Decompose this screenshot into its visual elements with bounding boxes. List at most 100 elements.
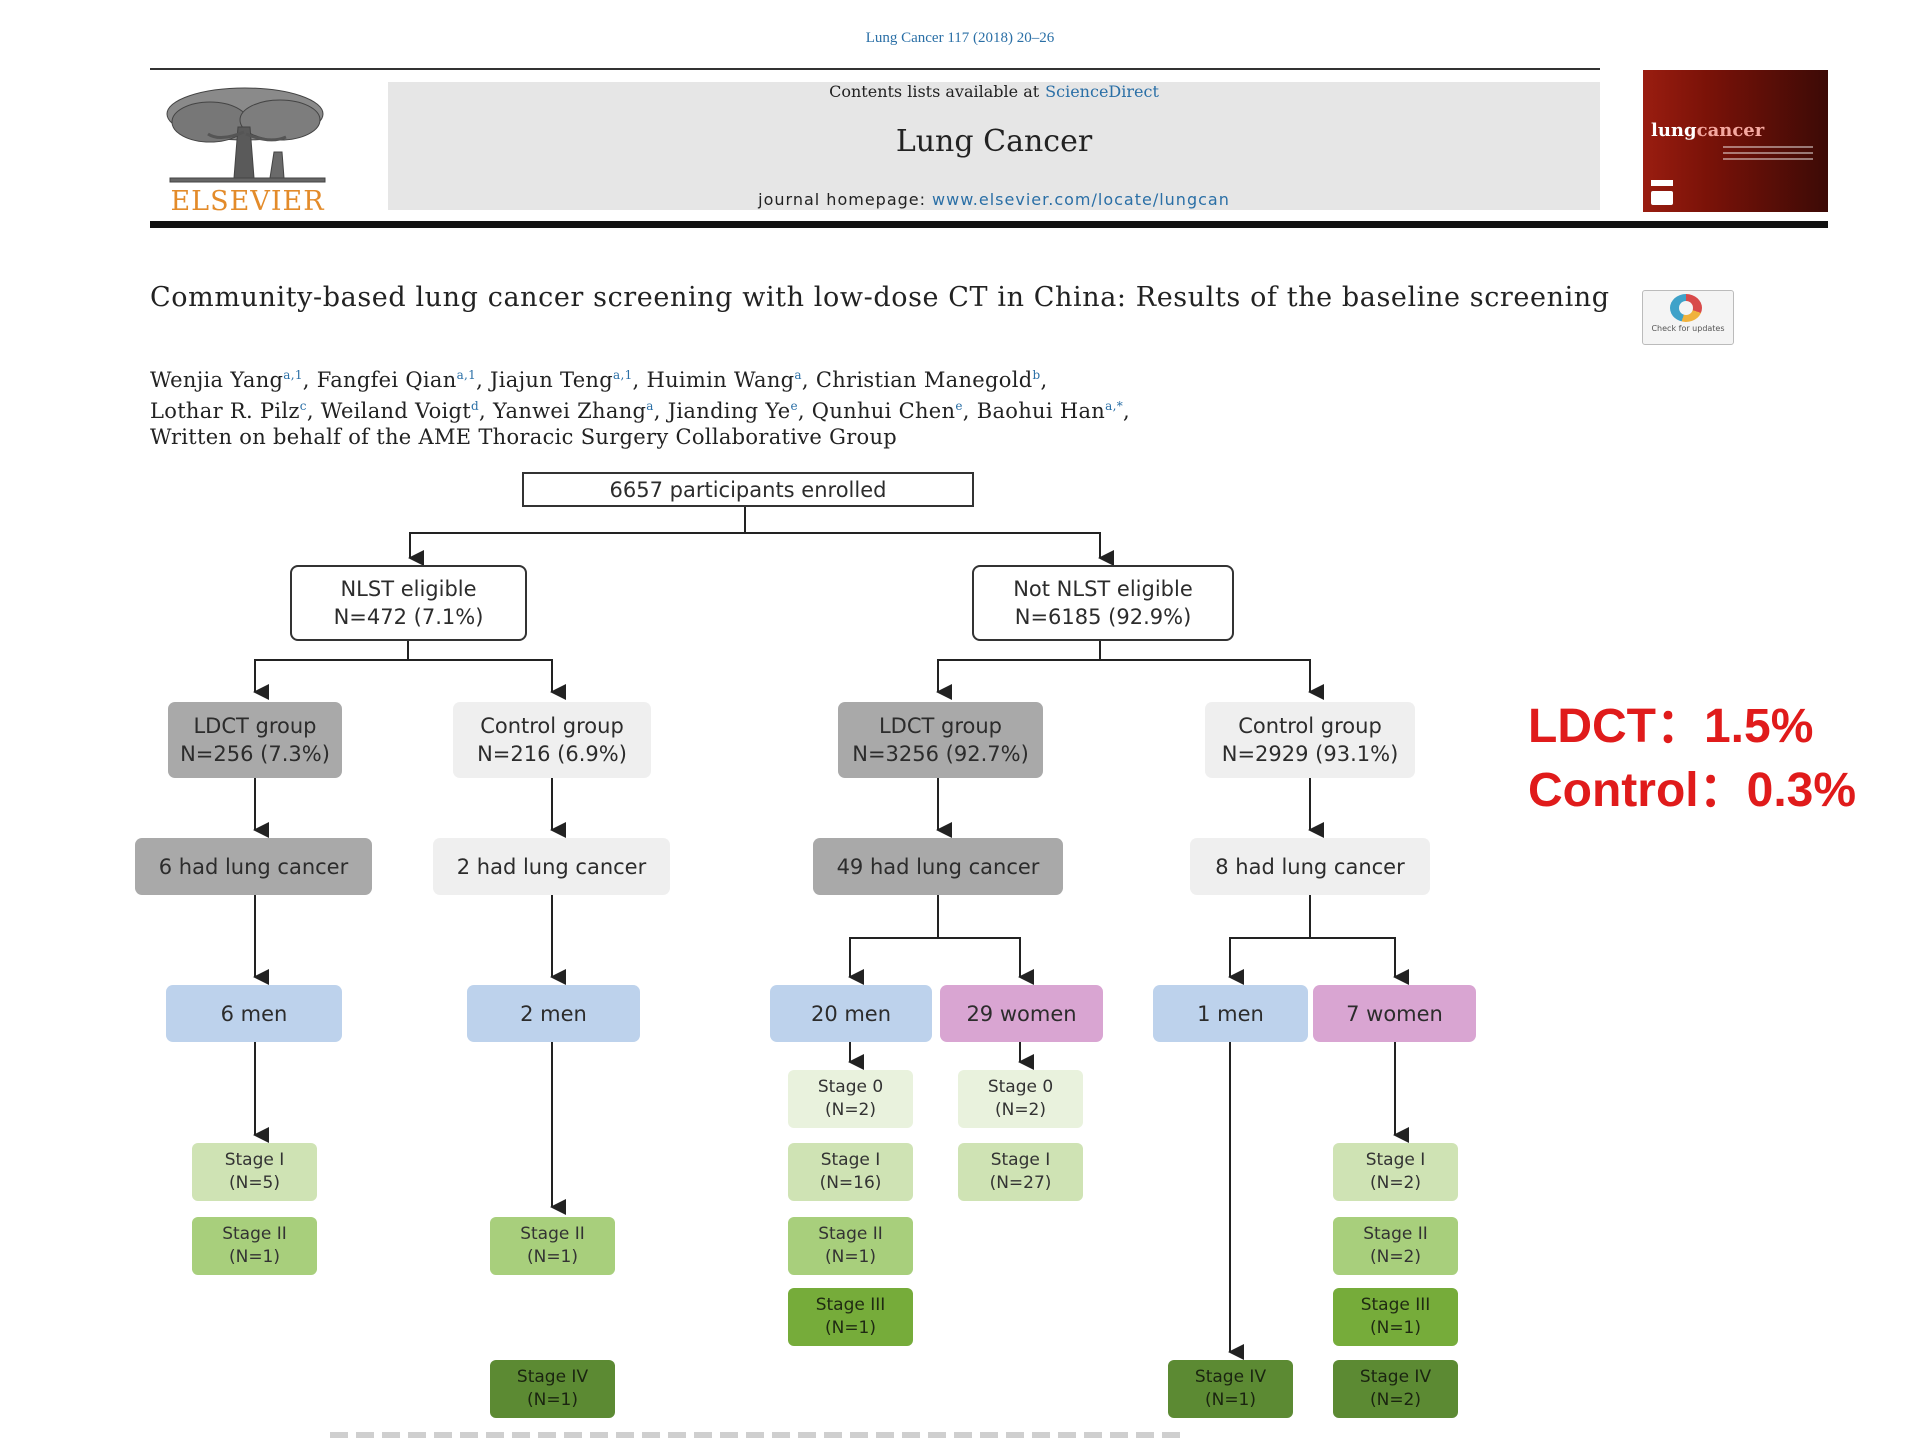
control-group-box: Control group N=2929 (93.1%) bbox=[1205, 702, 1415, 778]
contents-label: Contents lists available at bbox=[829, 82, 1040, 101]
cover-lines bbox=[1723, 146, 1813, 164]
stage-label: Stage II bbox=[520, 1224, 585, 1244]
nlst-eligible-box: NLST eligible N=472 (7.1%) bbox=[290, 565, 527, 641]
ldct-group-count: N=256 (7.3%) bbox=[180, 742, 330, 766]
stage-label: Stage III bbox=[815, 1295, 886, 1315]
stage-box: Stage IV (N=1) bbox=[1168, 1360, 1293, 1418]
stage-label: Stage III bbox=[1360, 1295, 1431, 1315]
stage-count: (N=1) bbox=[824, 1247, 877, 1267]
lung-cancer-box: 2 had lung cancer bbox=[433, 838, 670, 895]
stage-box: Stage III (N=1) bbox=[1333, 1288, 1458, 1346]
not-nlst-eligible-count: N=6185 (92.9%) bbox=[1014, 605, 1192, 629]
updates-label: Check for updates bbox=[1651, 324, 1725, 333]
stage-count: (N=2) bbox=[1369, 1247, 1422, 1267]
updates-icon bbox=[1670, 294, 1702, 322]
author-affiliation[interactable]: d bbox=[471, 399, 480, 413]
author-name[interactable]: Lothar R. Pilz bbox=[150, 399, 300, 423]
stage-box: Stage I (N=27) bbox=[958, 1143, 1083, 1201]
enrolled-box: 6657 participants enrolled bbox=[522, 472, 974, 507]
author-separator: , bbox=[801, 368, 816, 392]
publisher-logo: ELSEVIER bbox=[150, 82, 345, 217]
homepage-line: journal homepage: www.elsevier.com/locate… bbox=[388, 190, 1600, 209]
stage-count: (N=1) bbox=[228, 1247, 281, 1267]
author-separator: , bbox=[479, 399, 493, 423]
author-name[interactable]: Jiajun Teng bbox=[490, 368, 613, 392]
author-line: Wenjia Yanga,1, Fangfei Qiana,1, Jiajun … bbox=[150, 362, 1650, 393]
author-affiliation[interactable]: b bbox=[1032, 368, 1041, 382]
control-group-count: N=216 (6.9%) bbox=[477, 742, 627, 766]
header-thick-rule bbox=[150, 221, 1828, 228]
nlst-eligible-title: NLST eligible bbox=[340, 577, 477, 601]
cover-brand-lung: lung bbox=[1651, 120, 1697, 141]
men-box: 6 men bbox=[166, 985, 342, 1042]
sciencedirect-link[interactable]: ScienceDirect bbox=[1045, 82, 1159, 101]
author-affiliation[interactable]: c bbox=[299, 399, 307, 413]
stage-count: (N=2) bbox=[1369, 1390, 1422, 1410]
stage-box: Stage IV (N=1) bbox=[490, 1360, 615, 1418]
stage-count: (N=1) bbox=[824, 1318, 877, 1338]
check-for-updates-button[interactable]: Check for updates bbox=[1642, 290, 1734, 345]
author-affiliation[interactable]: e bbox=[955, 399, 963, 413]
author-name[interactable]: Yanwei Zhang bbox=[492, 399, 647, 423]
author-name[interactable]: Weiland Voigt bbox=[320, 399, 472, 423]
cover-badge-icon bbox=[1651, 180, 1673, 186]
author-affiliation[interactable]: a,1 bbox=[283, 368, 303, 382]
men-box: 20 men bbox=[770, 985, 932, 1042]
publisher-wordmark: ELSEVIER bbox=[170, 186, 325, 217]
author-name[interactable]: Christian Manegold bbox=[815, 368, 1033, 392]
ldct-rate: LDCT：1.5% bbox=[1528, 700, 1814, 753]
author-name[interactable]: Jianding Ye bbox=[667, 399, 791, 423]
lung-cancer-box: 8 had lung cancer bbox=[1190, 838, 1430, 895]
author-separator: , bbox=[1123, 399, 1130, 423]
cover-seal-icon bbox=[1651, 191, 1673, 205]
lung-cancer-box: 6 had lung cancer bbox=[135, 838, 372, 895]
author-name[interactable]: Fangfei Qian bbox=[316, 368, 457, 392]
stage-count: (N=1) bbox=[526, 1390, 579, 1410]
author-name[interactable]: Baohui Han bbox=[976, 399, 1106, 423]
men-box: 2 men bbox=[467, 985, 640, 1042]
article-title: Community-based lung cancer screening wi… bbox=[150, 282, 1610, 313]
author-affiliation[interactable]: a,* bbox=[1105, 399, 1123, 413]
stage-count: (N=2) bbox=[824, 1100, 877, 1120]
stage-label: Stage 0 bbox=[817, 1077, 884, 1097]
ldct-group-box: LDCT group N=256 (7.3%) bbox=[168, 702, 342, 778]
control-group-title: Control group bbox=[1238, 714, 1382, 738]
control-group-count: N=2929 (93.1%) bbox=[1221, 742, 1399, 766]
author-name[interactable]: Huimin Wang bbox=[646, 368, 795, 392]
stage-label: Stage IV bbox=[1194, 1367, 1267, 1387]
author-separator: , bbox=[632, 368, 647, 392]
ldct-group-title: LDCT group bbox=[193, 714, 317, 738]
not-nlst-eligible-title: Not NLST eligible bbox=[1013, 577, 1193, 601]
women-box: 29 women bbox=[940, 985, 1103, 1042]
author-separator: , bbox=[797, 399, 812, 423]
stage-label: Stage IV bbox=[516, 1367, 589, 1387]
author-line: Lothar R. Pilzc, Weiland Voigtd, Yanwei … bbox=[150, 393, 1650, 424]
stage-count: (N=5) bbox=[228, 1173, 281, 1193]
author-affiliation[interactable]: a,1 bbox=[613, 368, 633, 382]
journal-name: Lung Cancer bbox=[895, 124, 1093, 159]
author-affiliation[interactable]: e bbox=[790, 399, 798, 413]
author-affiliation[interactable]: a bbox=[794, 368, 802, 382]
stage-box: Stage II (N=2) bbox=[1333, 1217, 1458, 1275]
author-name[interactable]: Wenjia Yang bbox=[150, 368, 284, 392]
journal-banner bbox=[388, 82, 1600, 210]
stage-count: (N=1) bbox=[1204, 1390, 1257, 1410]
nlst-eligible-count: N=472 (7.1%) bbox=[333, 605, 484, 629]
stage-label: Stage II bbox=[818, 1224, 883, 1244]
ldct-group-title: LDCT group bbox=[878, 714, 1003, 738]
ldct-group-box: LDCT group N=3256 (92.7%) bbox=[838, 702, 1043, 778]
homepage-label: journal homepage: bbox=[758, 190, 927, 209]
author-name[interactable]: Qunhui Chen bbox=[811, 399, 956, 423]
stage-count: (N=1) bbox=[1369, 1318, 1422, 1338]
control-group-box: Control group N=216 (6.9%) bbox=[453, 702, 651, 778]
stage-label: Stage II bbox=[1363, 1224, 1428, 1244]
author-affiliation[interactable]: a bbox=[646, 399, 654, 413]
author-affiliation[interactable]: a,1 bbox=[456, 368, 477, 382]
women-box: 7 women bbox=[1313, 985, 1476, 1042]
stage-box: Stage IV (N=2) bbox=[1333, 1360, 1458, 1418]
author-separator: , bbox=[306, 399, 321, 423]
cover-brand: lungcancer bbox=[1651, 120, 1821, 141]
homepage-link[interactable]: www.elsevier.com/locate/lungcan bbox=[932, 190, 1230, 209]
stage-box: Stage I (N=2) bbox=[1333, 1143, 1458, 1201]
